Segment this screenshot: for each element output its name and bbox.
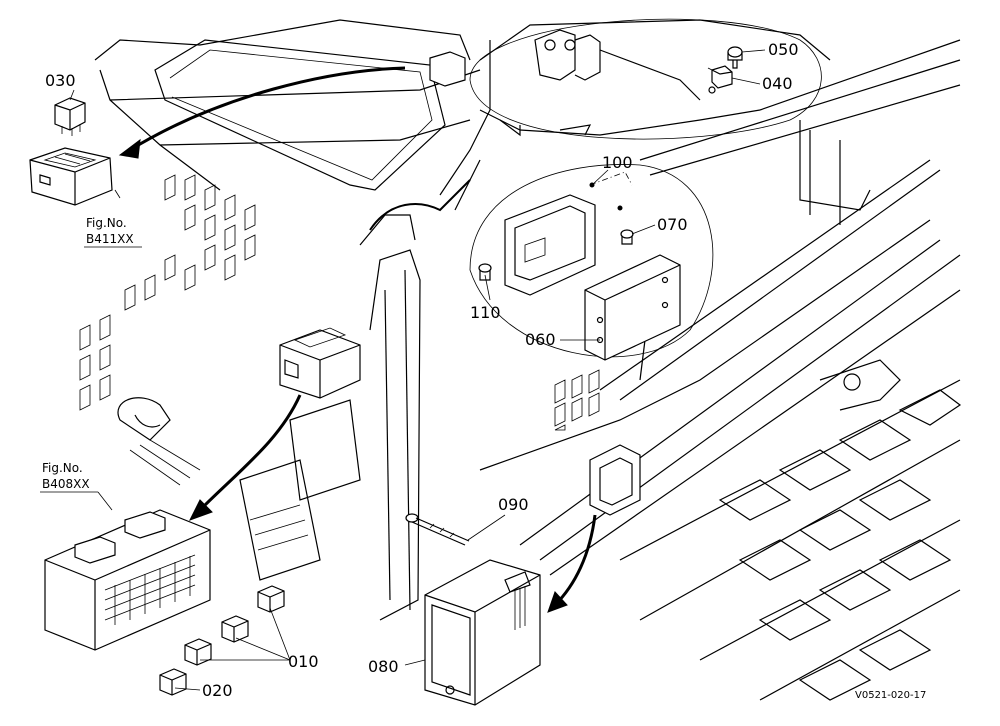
bolt-110 [478,263,492,281]
label-030: 030 [45,71,76,90]
controller-080 [424,559,541,706]
part-labels: 030 050 040 100 070 110 060 090 080 010 … [45,40,799,700]
detail-bubble-top [469,18,822,140]
controller-board-100 [504,171,633,296]
label-060: 060 [525,330,556,349]
relay-010-c [184,638,212,666]
cab-grid-lower [554,369,600,431]
fig-ref-bottom-prefix: Fig.No. [42,461,83,475]
roof-connector [429,51,466,87]
label-010: 010 [288,652,319,671]
flow-arrow-right [553,514,597,607]
figure-references: Fig.No. B411XX Fig.No. B408XX [40,216,142,511]
label-040: 040 [762,74,793,93]
flow-arrow-left [198,394,302,512]
leader-lines [69,49,766,691]
track-assembly [619,379,962,701]
cab-grid-left [79,174,256,411]
switch-040 [707,65,733,94]
label-110: 110 [470,303,501,322]
machine-frame [79,19,962,701]
flow-arrow-top [129,66,406,152]
drawing-code: V0521-020-17 [855,690,926,701]
bolt-050 [727,46,743,69]
arrowhead-top [118,138,141,159]
detail-bubble-controller [469,164,714,358]
fuse-box-lower [44,509,211,651]
arrowhead-right [547,591,568,613]
horn [117,397,201,486]
fig-ref-top-code: B411XX [86,232,134,246]
connector-bracket [589,444,641,516]
mounting-plate-060 [584,254,681,361]
label-020: 020 [202,681,233,700]
label-070: 070 [657,215,688,234]
label-050: 050 [768,40,799,59]
label-090: 090 [498,495,529,514]
relay-010-a [257,585,285,613]
bolt-070 [620,229,634,245]
relay-020 [159,668,187,696]
fuse-box-upper [279,327,361,399]
bolt-090 [405,513,470,546]
label-100: 100 [602,153,633,172]
fig-ref-bottom-code: B408XX [42,477,90,491]
relay-socket [29,147,113,206]
relay-010-b [221,615,249,643]
fig-ref-top-prefix: Fig.No. [86,216,127,230]
relay-030 [54,97,86,136]
fig-ref-bottom-leader [97,491,113,511]
arrowhead-left [188,499,213,521]
label-080: 080 [368,657,399,676]
